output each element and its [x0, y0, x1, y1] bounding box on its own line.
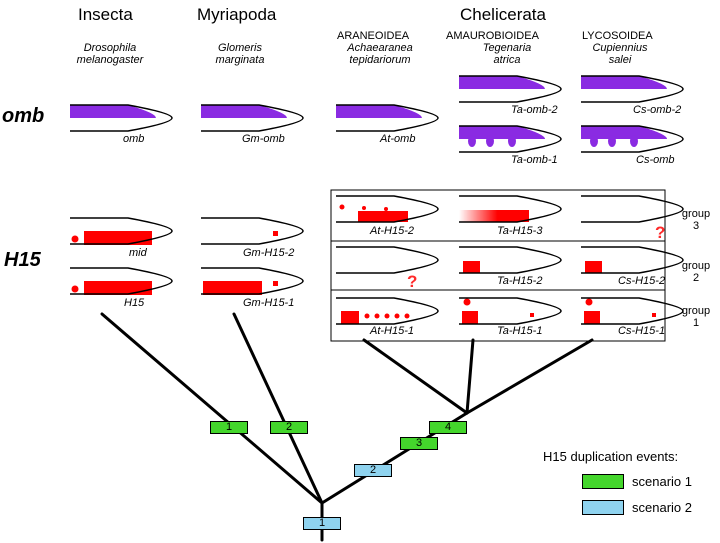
label-mid: mid — [129, 247, 147, 259]
omb-expression-insecta — [70, 104, 173, 132]
clade-insecta: Insecta — [78, 5, 133, 24]
species-genus: Cupiennius — [592, 42, 648, 54]
label-gm-h15-2: Gm-H15-2 — [243, 247, 295, 259]
label-ta-h15-2: Ta-H15-2 — [497, 275, 543, 287]
group-number: 2 — [692, 272, 700, 284]
group-2-label: group 2 — [676, 260, 716, 284]
gene-row-omb: omb — [2, 105, 45, 127]
species-tegenaria: Tegenaria atrica — [457, 42, 557, 66]
species-genus: Drosophila — [83, 42, 137, 54]
omb-expression-achaearanea — [336, 104, 439, 132]
unknown-mark: ? — [407, 272, 418, 291]
species-epithet: tepidariorum — [349, 54, 411, 66]
species-epithet: melanogaster — [76, 54, 144, 66]
duplication-event-1-scenario-1: 1 — [210, 421, 248, 434]
duplication-event-3-scenario-1: 3 — [400, 437, 438, 450]
duplication-event-4-scenario-1: 4 — [429, 421, 467, 434]
label-cs-omb-2: Cs-omb-2 — [633, 104, 682, 116]
h15-expression-ta-h15-1 — [459, 297, 562, 325]
species-achaearanea: Achaearanea tepidariorum — [330, 42, 430, 66]
label-gm-h15-1: Gm-H15-1 — [243, 297, 295, 309]
label-ta-h15-1: Ta-H15-1 — [497, 325, 543, 337]
group-3-label: group 3 — [676, 208, 716, 232]
h15-expression-ta-h15-3 — [459, 195, 562, 223]
duplication-event-1-scenario-2: 1 — [303, 517, 341, 530]
label-ta-omb-2: Ta-omb-2 — [511, 104, 558, 116]
species-glomeris: Glomeris marginata — [190, 42, 290, 66]
clade-chelicerata: Chelicerata — [460, 5, 546, 24]
h15-expression-h15 — [70, 267, 173, 295]
omb-expression-myriapoda — [201, 104, 304, 132]
species-genus: Glomeris — [217, 42, 262, 54]
legend-label-scenario-1: scenario 1 — [632, 474, 692, 489]
legend-swatch-scenario-2 — [582, 500, 624, 515]
myriapoda-branch — [232, 312, 324, 505]
omb-expression-ta-omb-1 — [459, 125, 562, 153]
group-word: group — [681, 260, 711, 272]
label-gm-omb: Gm-omb — [242, 133, 285, 145]
label-at-h15-2: At-H15-2 — [370, 225, 415, 237]
label-cs-h15-1: Cs-H15-1 — [618, 325, 666, 337]
label-ta-h15-3: Ta-H15-3 — [497, 225, 543, 237]
h15-expression-cs-h15-2 — [581, 246, 684, 274]
unknown-mark: ? — [655, 223, 666, 242]
araneoidea-branch — [362, 338, 469, 415]
label-cs-h15-2: Cs-H15-2 — [618, 275, 666, 287]
species-cupiennius: Cupiennius salei — [570, 42, 670, 66]
species-epithet: marginata — [215, 54, 265, 66]
species-genus: Tegenaria — [482, 42, 532, 54]
label-cs-omb: Cs-omb — [636, 154, 675, 166]
h15-expression-cs-group3 — [581, 195, 684, 223]
group-word: group — [681, 208, 711, 220]
clade-myriapoda: Myriapoda — [197, 5, 277, 24]
omb-expression-cs-omb-2 — [581, 75, 684, 103]
h15-expression-at-h15-2 — [336, 195, 439, 223]
omb-expression-cs-omb — [581, 125, 684, 153]
phylogenetic-tree — [100, 312, 594, 542]
label-at-h15-1: At-H15-1 — [370, 325, 415, 337]
group-number: 3 — [692, 220, 700, 232]
label-h15: H15 — [124, 297, 145, 309]
h15-expression-gm-h15-1 — [201, 267, 304, 295]
species-drosophila: Drosophila melanogaster — [60, 42, 160, 66]
h15-expression-cs-h15-1 — [581, 297, 684, 325]
insecta-branch — [100, 312, 324, 505]
amaurobioidea-branch — [465, 338, 475, 415]
label-at-omb: At-omb — [380, 133, 416, 145]
legend-swatch-scenario-1 — [582, 474, 624, 489]
duplication-event-2-scenario-2: 2 — [354, 464, 392, 477]
label-ta-omb-1: Ta-omb-1 — [511, 154, 558, 166]
species-epithet: salei — [608, 54, 632, 66]
h15-expression-mid — [70, 217, 173, 245]
label-omb: omb — [123, 133, 145, 145]
gene-row-h15: H15 — [4, 249, 41, 271]
h15-expression-at-group2 — [336, 246, 439, 274]
h15-expression-ta-h15-2 — [459, 246, 562, 274]
group-word: group — [681, 305, 711, 317]
group-1-label: group 1 — [676, 305, 716, 329]
superfamily-amaurobioidea: AMAUROBIOIDEA — [446, 30, 539, 42]
group-number: 1 — [692, 317, 700, 329]
legend-label-scenario-2: scenario 2 — [632, 500, 692, 515]
legend-title: H15 duplication events: — [543, 449, 679, 464]
species-epithet: atrica — [493, 54, 521, 66]
superfamily-lycosoidea: LYCOSOIDEA — [582, 30, 653, 42]
chelicerata-h15-frame — [330, 189, 666, 342]
h15-expression-at-h15-1 — [336, 297, 439, 325]
omb-expression-ta-omb-2 — [459, 75, 562, 103]
species-genus: Achaearanea — [347, 42, 413, 54]
lycosoidea-branch — [465, 338, 594, 415]
superfamily-araneoidea: ARANEOIDEA — [337, 30, 410, 42]
h15-expression-gm-h15-2 — [201, 217, 304, 245]
duplication-event-2-scenario-1: 2 — [270, 421, 308, 434]
